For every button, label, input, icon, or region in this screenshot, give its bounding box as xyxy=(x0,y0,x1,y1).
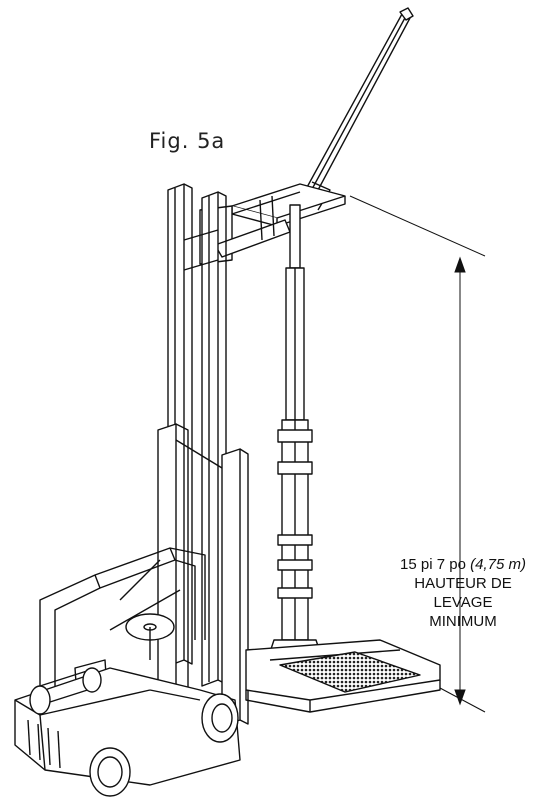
mast-crossbar xyxy=(183,229,219,241)
arrow-up-icon xyxy=(454,256,466,273)
height-value-line: 15 pi 7 po (4,75 m) xyxy=(383,555,543,574)
figure-label: Fig. 5a xyxy=(149,129,226,153)
height-metric: (4,75 m) xyxy=(470,556,526,573)
height-dimension-label: 15 pi 7 po (4,75 m) HAUTEUR DE LEVAGE MI… xyxy=(383,555,543,631)
label-line-1: HAUTEUR DE xyxy=(414,575,512,592)
jib-boom xyxy=(299,7,414,211)
arrow-down-icon xyxy=(454,689,466,706)
label-line-3: MINIMUM xyxy=(429,613,497,630)
label-line-2: LEVAGE xyxy=(433,594,493,611)
rear-wheel xyxy=(89,747,131,797)
telescoping-post xyxy=(269,204,321,653)
mesh-deck xyxy=(279,651,421,693)
top-carriage xyxy=(199,183,346,265)
height-dimension xyxy=(349,195,486,713)
forklift-body xyxy=(14,547,241,786)
height-imperial: 15 pi 7 po xyxy=(400,556,466,573)
front-wheel xyxy=(201,693,239,743)
